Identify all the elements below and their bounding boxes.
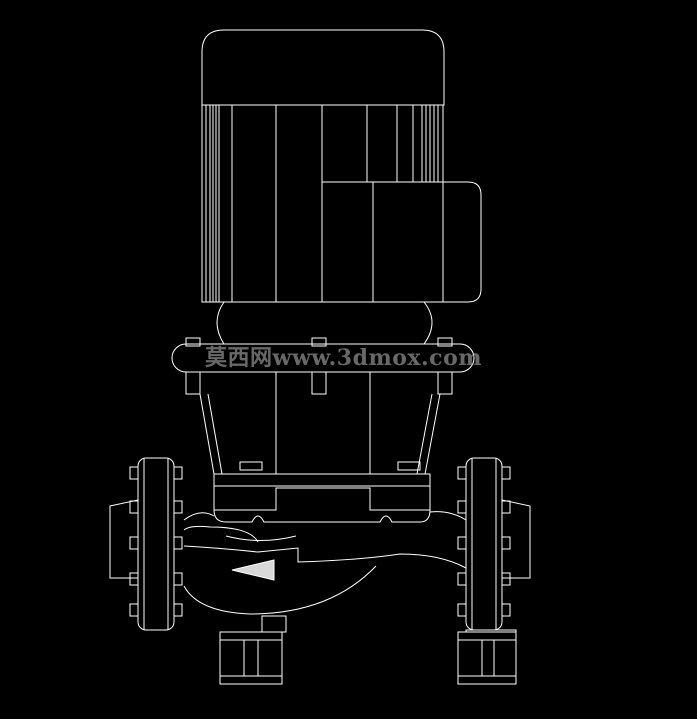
- pump-bracket: [199, 372, 441, 475]
- pump-cover: [213, 473, 431, 523]
- motor-neck: [216, 301, 433, 345]
- flange-bolts: [185, 337, 453, 395]
- inlet-flange-bolts: [129, 466, 183, 617]
- outlet-flange: [457, 457, 531, 631]
- inlet-flange: [109, 457, 183, 631]
- motor: [201, 29, 482, 303]
- left-support-foot: [219, 615, 287, 685]
- flow-direction-arrow: [231, 559, 275, 581]
- terminal-box: [321, 181, 482, 303]
- motor-flange: [171, 337, 475, 395]
- right-support-foot: [457, 629, 517, 685]
- watermark-text: 莫西网www.3dmox.com: [205, 345, 483, 371]
- volute-casing: [183, 511, 467, 615]
- motor-top-cap: [201, 29, 445, 106]
- outlet-flange-bolts: [457, 466, 511, 617]
